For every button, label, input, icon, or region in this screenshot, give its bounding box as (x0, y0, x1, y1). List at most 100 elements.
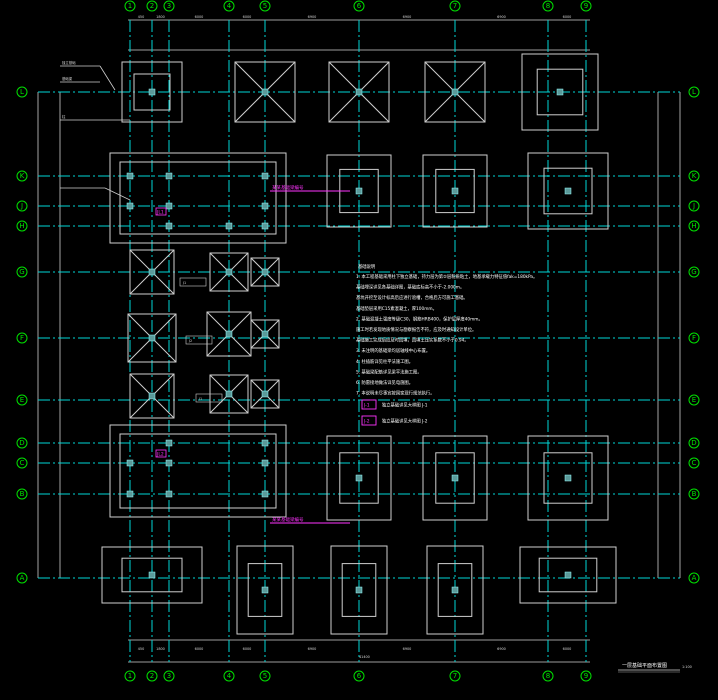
column-5 (126, 490, 134, 498)
footing-outline (101, 546, 203, 604)
bubble-circle (16, 266, 28, 278)
axis-bubble-G-left: G (16, 266, 28, 278)
footing-F-2 (127, 313, 177, 363)
bubble-label: 6 (357, 672, 362, 680)
bubble-label: F (20, 334, 24, 342)
footing-outline (234, 61, 296, 123)
bubble-label: G (691, 268, 696, 276)
bubble-circle (16, 457, 28, 469)
axis-bubble-K-left: K (16, 170, 28, 182)
bubble-label: 3 (167, 2, 171, 10)
bottom-dim-value: 6000 (563, 647, 572, 651)
column (148, 268, 156, 276)
column-1 (261, 439, 269, 447)
bubble-circle (580, 0, 592, 12)
column-6 (165, 490, 173, 498)
bubble-label: D (19, 439, 24, 447)
axis-bubble-L-left: L (16, 86, 28, 98)
bubble-circle (542, 0, 554, 12)
footing-step (543, 167, 593, 215)
column (564, 474, 572, 482)
bubble-label: 1 (128, 2, 132, 10)
top-dim-value: 6000 (243, 15, 252, 19)
column (451, 187, 459, 195)
tag-box-1 (155, 207, 167, 216)
bubble-circle (688, 170, 700, 182)
note-line: 施工时若发现地质情况与勘察报告不符，应及时通知设计单位。 (356, 326, 476, 333)
notes-heading: 基础说明 (358, 263, 375, 270)
bubble-label: K (692, 172, 697, 180)
axis-bubble-5-bottom: 5 (259, 670, 271, 682)
top-dim-value: 6900 (403, 15, 412, 19)
bubble-circle (688, 332, 700, 344)
axis-bubble-K-right: K (688, 170, 700, 182)
bubble-label: 2 (150, 2, 154, 10)
column (355, 88, 363, 96)
column-4 (261, 459, 269, 467)
leader-notes: 独立基础 基础梁 柱 (60, 60, 131, 201)
leader-line-4b (104, 187, 131, 201)
drawing-scale: 1:100 (682, 665, 692, 669)
axis-bubble-2-bottom: 2 (146, 670, 158, 682)
note-line: 2. 基础混凝土强度等级C30，钢筋HRB400，保护层厚度40mm。 (356, 315, 483, 322)
bubble-label: 3 (167, 672, 171, 680)
footing-A-6 (330, 545, 388, 635)
bubble-circle (259, 0, 271, 12)
axis-bubble-D-right: D (688, 437, 700, 449)
axis-bubble-8-top: 8 (542, 0, 554, 12)
outline-inner (119, 161, 277, 235)
axis-bubble-4-top: 4 (223, 0, 235, 12)
footing-outline (236, 545, 294, 635)
bottom-beam-label: 某某基础梁编号 (272, 516, 304, 523)
bubble-circle (16, 488, 28, 500)
note-line: 5. 基础梁配筋详见梁平法施工图。 (356, 368, 422, 375)
footing-E-4 (209, 374, 249, 414)
bubble-circle (16, 572, 28, 584)
column (355, 474, 363, 482)
column-7 (261, 490, 269, 498)
footing-step (435, 452, 475, 504)
note-line: 基坑开挖至设计标高后应进行验槽，合格后方可施工基础。 (356, 294, 468, 301)
axis-bubble-3-bottom: 3 (163, 670, 175, 682)
column (355, 187, 363, 195)
axis-bubble-7-bottom: 7 (449, 670, 461, 682)
footing-A-2 (101, 546, 203, 604)
footing-outline (250, 319, 280, 349)
column (148, 334, 156, 342)
size-tag-text-3: J1 (198, 397, 202, 401)
column (225, 390, 233, 398)
footing-F-4 (206, 311, 252, 357)
top-dim-value: 450 (138, 15, 144, 19)
bubble-label: 5 (263, 2, 267, 10)
footing-A-7 (426, 545, 484, 635)
column (564, 187, 572, 195)
axis-bubble-7-top: 7 (449, 0, 461, 12)
axis-bubble-A-right: A (688, 572, 700, 584)
bubble-label: 5 (263, 672, 267, 680)
note-line: 6. 防雷接地做法详见电施图。 (356, 379, 413, 386)
footing-outline (250, 379, 280, 409)
note-line: 1. 本工程基础采用柱下独立基础，持力层为第②层粉质粘土，地基承载力特征值fak… (356, 273, 537, 280)
footing-A-5 (236, 545, 294, 635)
combined-footing-bottom (109, 424, 287, 518)
bubble-label: G (19, 268, 24, 276)
pink-annotations: 某某基础梁编号 某某基础梁编号 JL1 JL2 (155, 184, 350, 524)
total-dim-text: 41400 (359, 655, 370, 659)
bubble-circle (353, 0, 365, 12)
column-5 (261, 202, 269, 210)
column (451, 88, 459, 96)
axis-bubble-B-right: B (688, 488, 700, 500)
bottom-dim-value: 6900 (497, 647, 506, 651)
leader-line-1b (99, 65, 116, 91)
note-line: 基础施工完成后应及时回填，回填土压实系数不小于0.94。 (356, 337, 469, 344)
bubble-label: C (20, 459, 25, 467)
bubble-label: 2 (150, 672, 154, 680)
drawing-title: 一层基础平面布置图 (622, 662, 667, 669)
footing-step (341, 563, 377, 617)
axis-bubble-F-right: F (688, 332, 700, 344)
bubble-circle (16, 332, 28, 344)
axis-bubble-C-left: C (16, 457, 28, 469)
column (355, 586, 363, 594)
footing-outline (519, 546, 617, 604)
